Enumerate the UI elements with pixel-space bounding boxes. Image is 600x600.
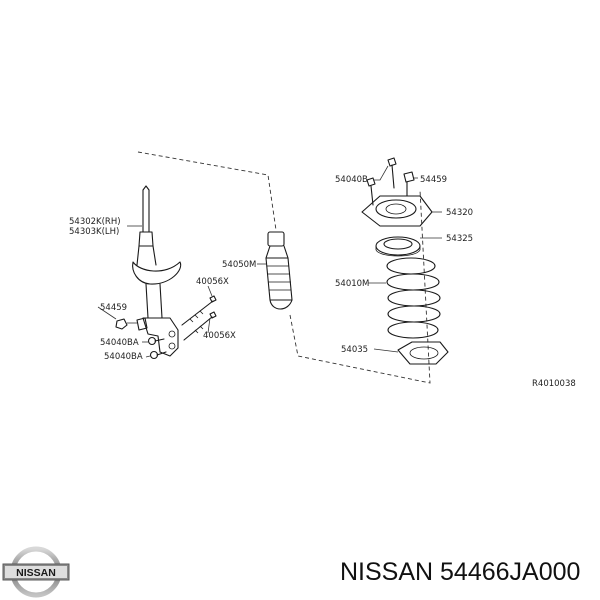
mount-nut-54459 (403, 171, 415, 197)
bolt-54040ba-lower (149, 350, 167, 360)
label-nut-54459-left: 54459 (100, 303, 127, 313)
label-ref-code: R4010038 (532, 379, 576, 389)
label-bolt-54040ba-a: 54040BA (100, 338, 139, 348)
nut-54459-left (115, 318, 137, 330)
bolt-54040ba-upper (147, 336, 165, 346)
coil-spring-54010m (386, 257, 441, 339)
leader-lines (97, 165, 442, 358)
bolt-40056x-upper (181, 295, 217, 326)
label-mount-bolt: 54040B (335, 175, 368, 185)
label-bolt-54040ba-b: 54040BA (104, 352, 143, 362)
bolt-40056x-lower (183, 311, 217, 341)
label-bound-bumper: 54050M (222, 260, 256, 270)
nissan-logo: NISSAN (2, 546, 70, 598)
mount-bolt-54040b (387, 157, 397, 189)
strut-assembly (132, 185, 182, 357)
label-strut-lh: 54303K(LH) (69, 227, 119, 237)
logo-wordmark: NISSAN (16, 567, 56, 579)
brand-part-number-caption: NISSAN 54466JA000 (340, 558, 581, 586)
label-bolt-40056x-lower: 40056X (203, 331, 236, 341)
label-spring: 54010M (335, 279, 369, 289)
label-mount-nut: 54459 (420, 175, 447, 185)
label-lower-seat: 54035 (341, 345, 368, 355)
bound-bumper-boot (265, 231, 293, 310)
label-mount-insulator: 54320 (446, 208, 473, 218)
label-bearing: 54325 (446, 234, 473, 244)
label-bolt-40056x-upper: 40056X (196, 277, 229, 287)
label-strut-rh: 54302K(RH) (69, 217, 121, 227)
bearing-54325 (375, 236, 421, 257)
lower-seat-54035 (397, 341, 449, 365)
assembly-guide-lines (137, 151, 431, 384)
